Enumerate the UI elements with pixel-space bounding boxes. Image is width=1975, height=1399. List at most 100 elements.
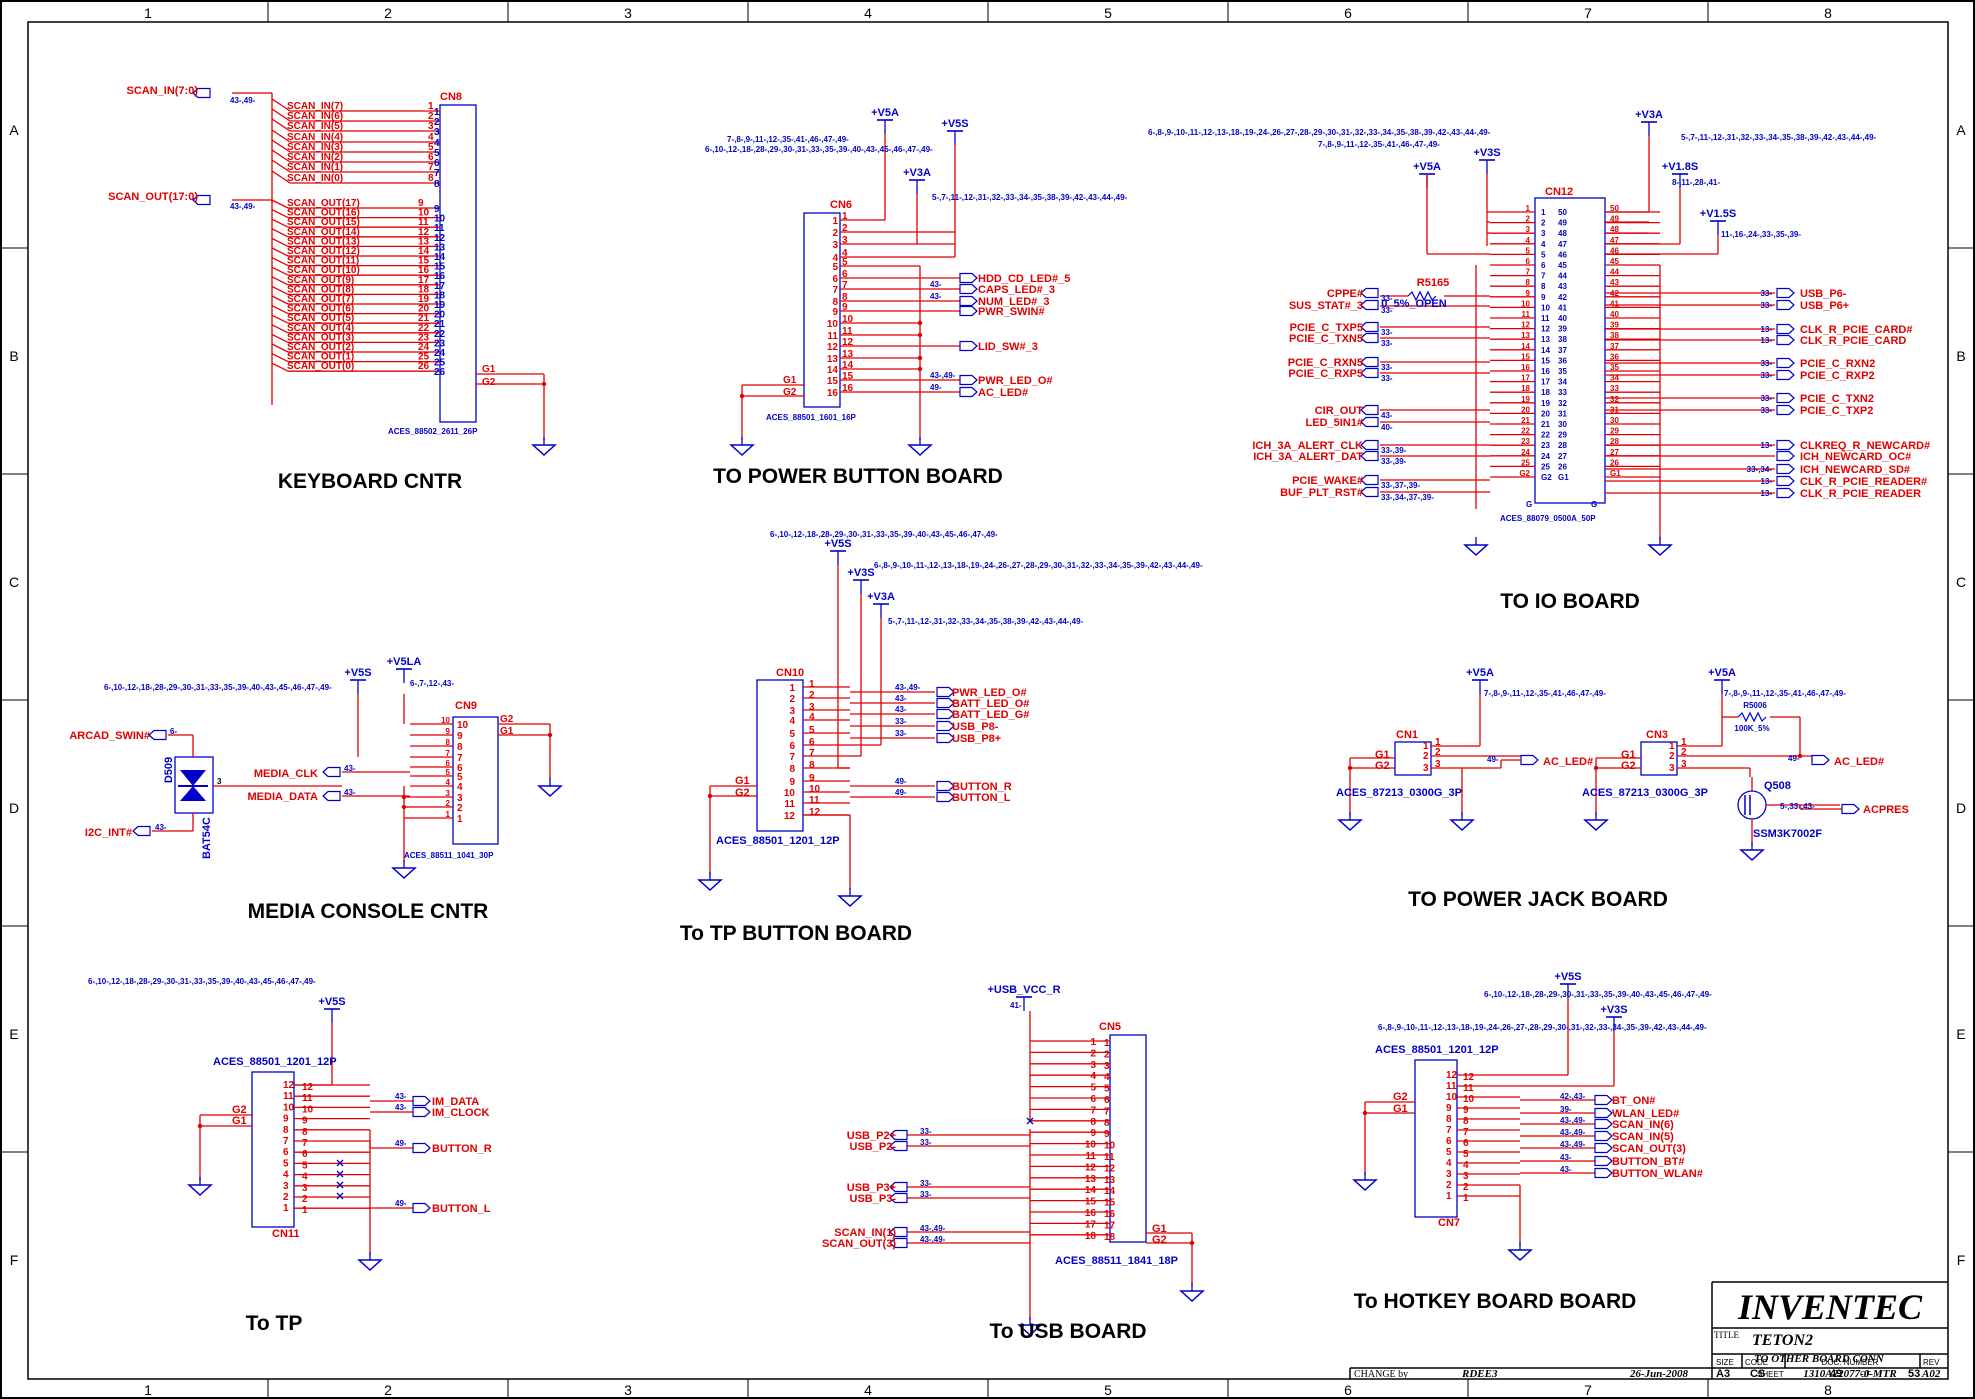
d509-part: BAT54C (201, 817, 213, 859)
cn12-part: ACES_88079_0500A_50P (1500, 514, 1596, 523)
pin-num: 2 (428, 111, 434, 122)
power-rail-label: +V3S (847, 567, 874, 579)
io-left-net: ICH_3A_ALERT_DAT (1253, 451, 1363, 463)
pin-num: 12 (283, 1080, 295, 1091)
power-rail-label: +V5A (1466, 667, 1494, 679)
io-right-net: USB_P6- (1800, 288, 1847, 300)
column-label-bottom: 6 (1344, 1382, 1352, 1398)
pin-num: 6 (428, 152, 434, 163)
signal-ref: 33- (920, 1190, 932, 1199)
pin-num-right-inner: 27 (1558, 452, 1567, 461)
off-page-port (1360, 474, 1379, 486)
cn10-body (756, 679, 804, 832)
rail-ref: 7-,8-,9-,11-,12-,35-,41-,46-,47-,49- (1318, 140, 1440, 149)
pin-num: 3 (1104, 1061, 1110, 1072)
signal-ref: 43-,49- (1560, 1116, 1586, 1125)
row-label-left: E (9, 1026, 18, 1042)
pin-num-right: 37 (1610, 342, 1619, 351)
wire (271, 266, 289, 276)
signal-ref: 43-,49- (1560, 1140, 1586, 1149)
pin-num: 6 (832, 274, 838, 285)
pin-num: 3 (1446, 1169, 1452, 1180)
signal-ref: 43- (1560, 1165, 1572, 1174)
d509-body (174, 756, 214, 814)
cn5-g1: G1 (1152, 1223, 1167, 1235)
pin-num: 15 (827, 376, 839, 387)
io-right-ref: 33- (1760, 406, 1772, 415)
pin-num: 21 (418, 313, 430, 324)
pin-num: 3 (428, 121, 434, 132)
signal-ref: 43- (395, 1092, 407, 1101)
off-page-port (959, 283, 978, 295)
rail-ref: 6-,10-,12-,18-,28-,29-,30-,31-,33-,35-,3… (88, 977, 316, 986)
pin-num: 6 (446, 759, 451, 768)
row-label-right: C (1956, 574, 1966, 590)
signal-ref: 49- (895, 788, 907, 797)
pin-num-left-inner: 3 (1541, 229, 1546, 238)
cn3-part: ACES_87213_0300G_3P (1582, 787, 1708, 799)
scan-out-net: SCAN_OUT(7) (287, 294, 354, 305)
pin-num: 17 (1085, 1219, 1097, 1230)
pin-num-right: 45 (1610, 257, 1619, 266)
pin-num-left: 24 (1521, 448, 1530, 457)
pin-num: 7 (1463, 1127, 1469, 1138)
rail-ref: 6-,8-,9-,10-,11-,12-,13-,18-,19-,24-,26-… (1148, 128, 1491, 137)
off-page-port (889, 1140, 908, 1152)
usb-net: SCAN_OUT(3) (822, 1238, 896, 1250)
wire (271, 276, 289, 286)
off-page-port (148, 729, 167, 741)
pin-num: 6 (302, 1149, 308, 1160)
off-page-port (1594, 1130, 1613, 1142)
pin-num-left-inner: 6 (1541, 261, 1546, 270)
ground-symbol (1017, 1324, 1043, 1337)
pin-num: 3 (283, 1181, 289, 1192)
tp-title: To TP (246, 1312, 303, 1335)
pin-num: 12 (827, 342, 839, 353)
pin-num: 12 (842, 337, 854, 348)
pin-num: 9 (832, 307, 838, 318)
pin-num: 3 (434, 127, 440, 138)
pin-num: 22 (434, 329, 446, 340)
pin-num: 8 (446, 738, 451, 747)
column-label-top: 3 (624, 5, 632, 21)
power-rail-label: +USB_VCC_R (987, 984, 1060, 996)
pin-num: 7 (1090, 1105, 1096, 1116)
scan-out-net: SCAN_OUT(13) (287, 236, 360, 247)
no-connect-mark (1026, 1117, 1034, 1125)
pin-num-right: 49 (1610, 215, 1619, 224)
jack-g1: G1 (1375, 749, 1390, 761)
io-left-ref: 33-,39- (1381, 457, 1407, 466)
off-page-port (1360, 486, 1379, 498)
io-left-ref: 33- (1381, 328, 1393, 337)
pin-num-right-inner: 43 (1558, 282, 1567, 291)
io-right-net: CLKREQ_R_NEWCARD# (1800, 440, 1930, 452)
pin-num: 9 (1446, 1103, 1452, 1114)
off-page-port (1776, 369, 1795, 381)
signal-ref: 5-,33-,43- (1780, 802, 1815, 811)
column-label-top: 4 (864, 5, 872, 21)
signal-ref: 49- (1788, 754, 1800, 763)
io-right-ref: 13- (1760, 325, 1772, 334)
row-label-right: A (1956, 122, 1966, 138)
ground-symbol (1583, 819, 1609, 832)
off-page-port (889, 1237, 908, 1249)
off-page-port (1776, 404, 1795, 416)
off-page-port (959, 374, 978, 386)
cn5-body (1109, 1034, 1147, 1243)
cn7-g2: G2 (1393, 1091, 1408, 1103)
io-left-net: PCIE_WAKE# (1292, 475, 1363, 487)
pin-num: 17 (434, 281, 446, 292)
rail-ref: 6-,10-,12-,18-,28-,29-,30-,31-,33-,35-,3… (705, 145, 933, 154)
pin-num-left: 6 (1526, 257, 1531, 266)
ground-symbol (531, 444, 557, 457)
pin-num-left-inner: 2 (1541, 219, 1546, 228)
ac-led-1: AC_LED# (1543, 756, 1593, 768)
r5006-resistor (1737, 711, 1767, 723)
pin-num: 15 (418, 256, 430, 267)
io-left-net: PCIE_C_RXN5 (1288, 357, 1363, 369)
pin-num-right: 26 (1610, 458, 1619, 467)
usb-net: USB_P2- (850, 1141, 897, 1153)
pin-num: 6 (1446, 1136, 1452, 1147)
junction-dot (547, 732, 553, 738)
pin-num: 2 (1463, 1182, 1469, 1193)
